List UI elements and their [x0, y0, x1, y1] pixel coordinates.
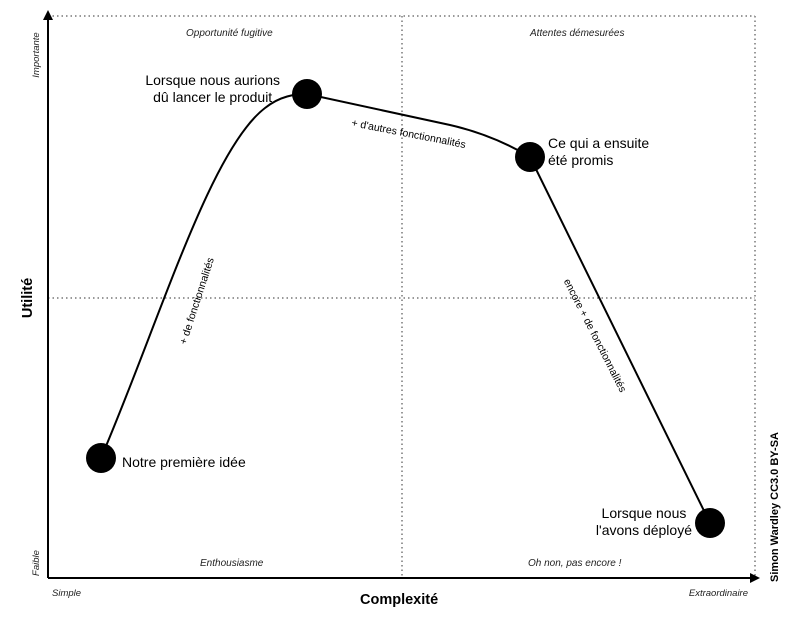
quadrant-bottom-right-label: Oh non, pas encore !: [528, 558, 622, 569]
point-first-idea: [86, 443, 116, 473]
point-label-first-idea: Notre première idée: [122, 454, 246, 470]
y-axis-high-label: Importante: [31, 32, 42, 77]
segment-note-first: + de fonctionnalités: [177, 256, 216, 346]
y-axis-title: Utilité: [20, 278, 36, 318]
quadrant-bottom-left-label: Enthousiasme: [200, 558, 264, 569]
point-should-have-launched: [292, 79, 322, 109]
point-label-then-promised: Ce qui a ensuite été promis: [548, 135, 650, 168]
quadrant-top-right-label: Attentes démesurées: [530, 28, 625, 39]
credit-text: Simon Wardley CC3.0 BY-SA: [769, 432, 781, 582]
x-axis-title: Complexité: [360, 592, 439, 608]
quadrant-top-left-label: Opportunité fugitive: [186, 28, 273, 39]
x-axis-high-label: Extraordinaire: [688, 588, 748, 599]
point-deployed: [695, 508, 725, 538]
evolution-curve: [100, 92, 711, 524]
segment-note-second: + d'autres fonctionnalités: [350, 117, 466, 151]
point-label-should-have-launched: Lorsque nous aurions dû lancer le produi…: [145, 72, 280, 105]
y-axis-low-label: Faible: [31, 550, 42, 576]
point-then-promised: [515, 142, 545, 172]
point-label-deployed: Lorsque nous l'avons déployé: [595, 505, 692, 538]
x-axis-low-label: Simple: [52, 588, 82, 599]
